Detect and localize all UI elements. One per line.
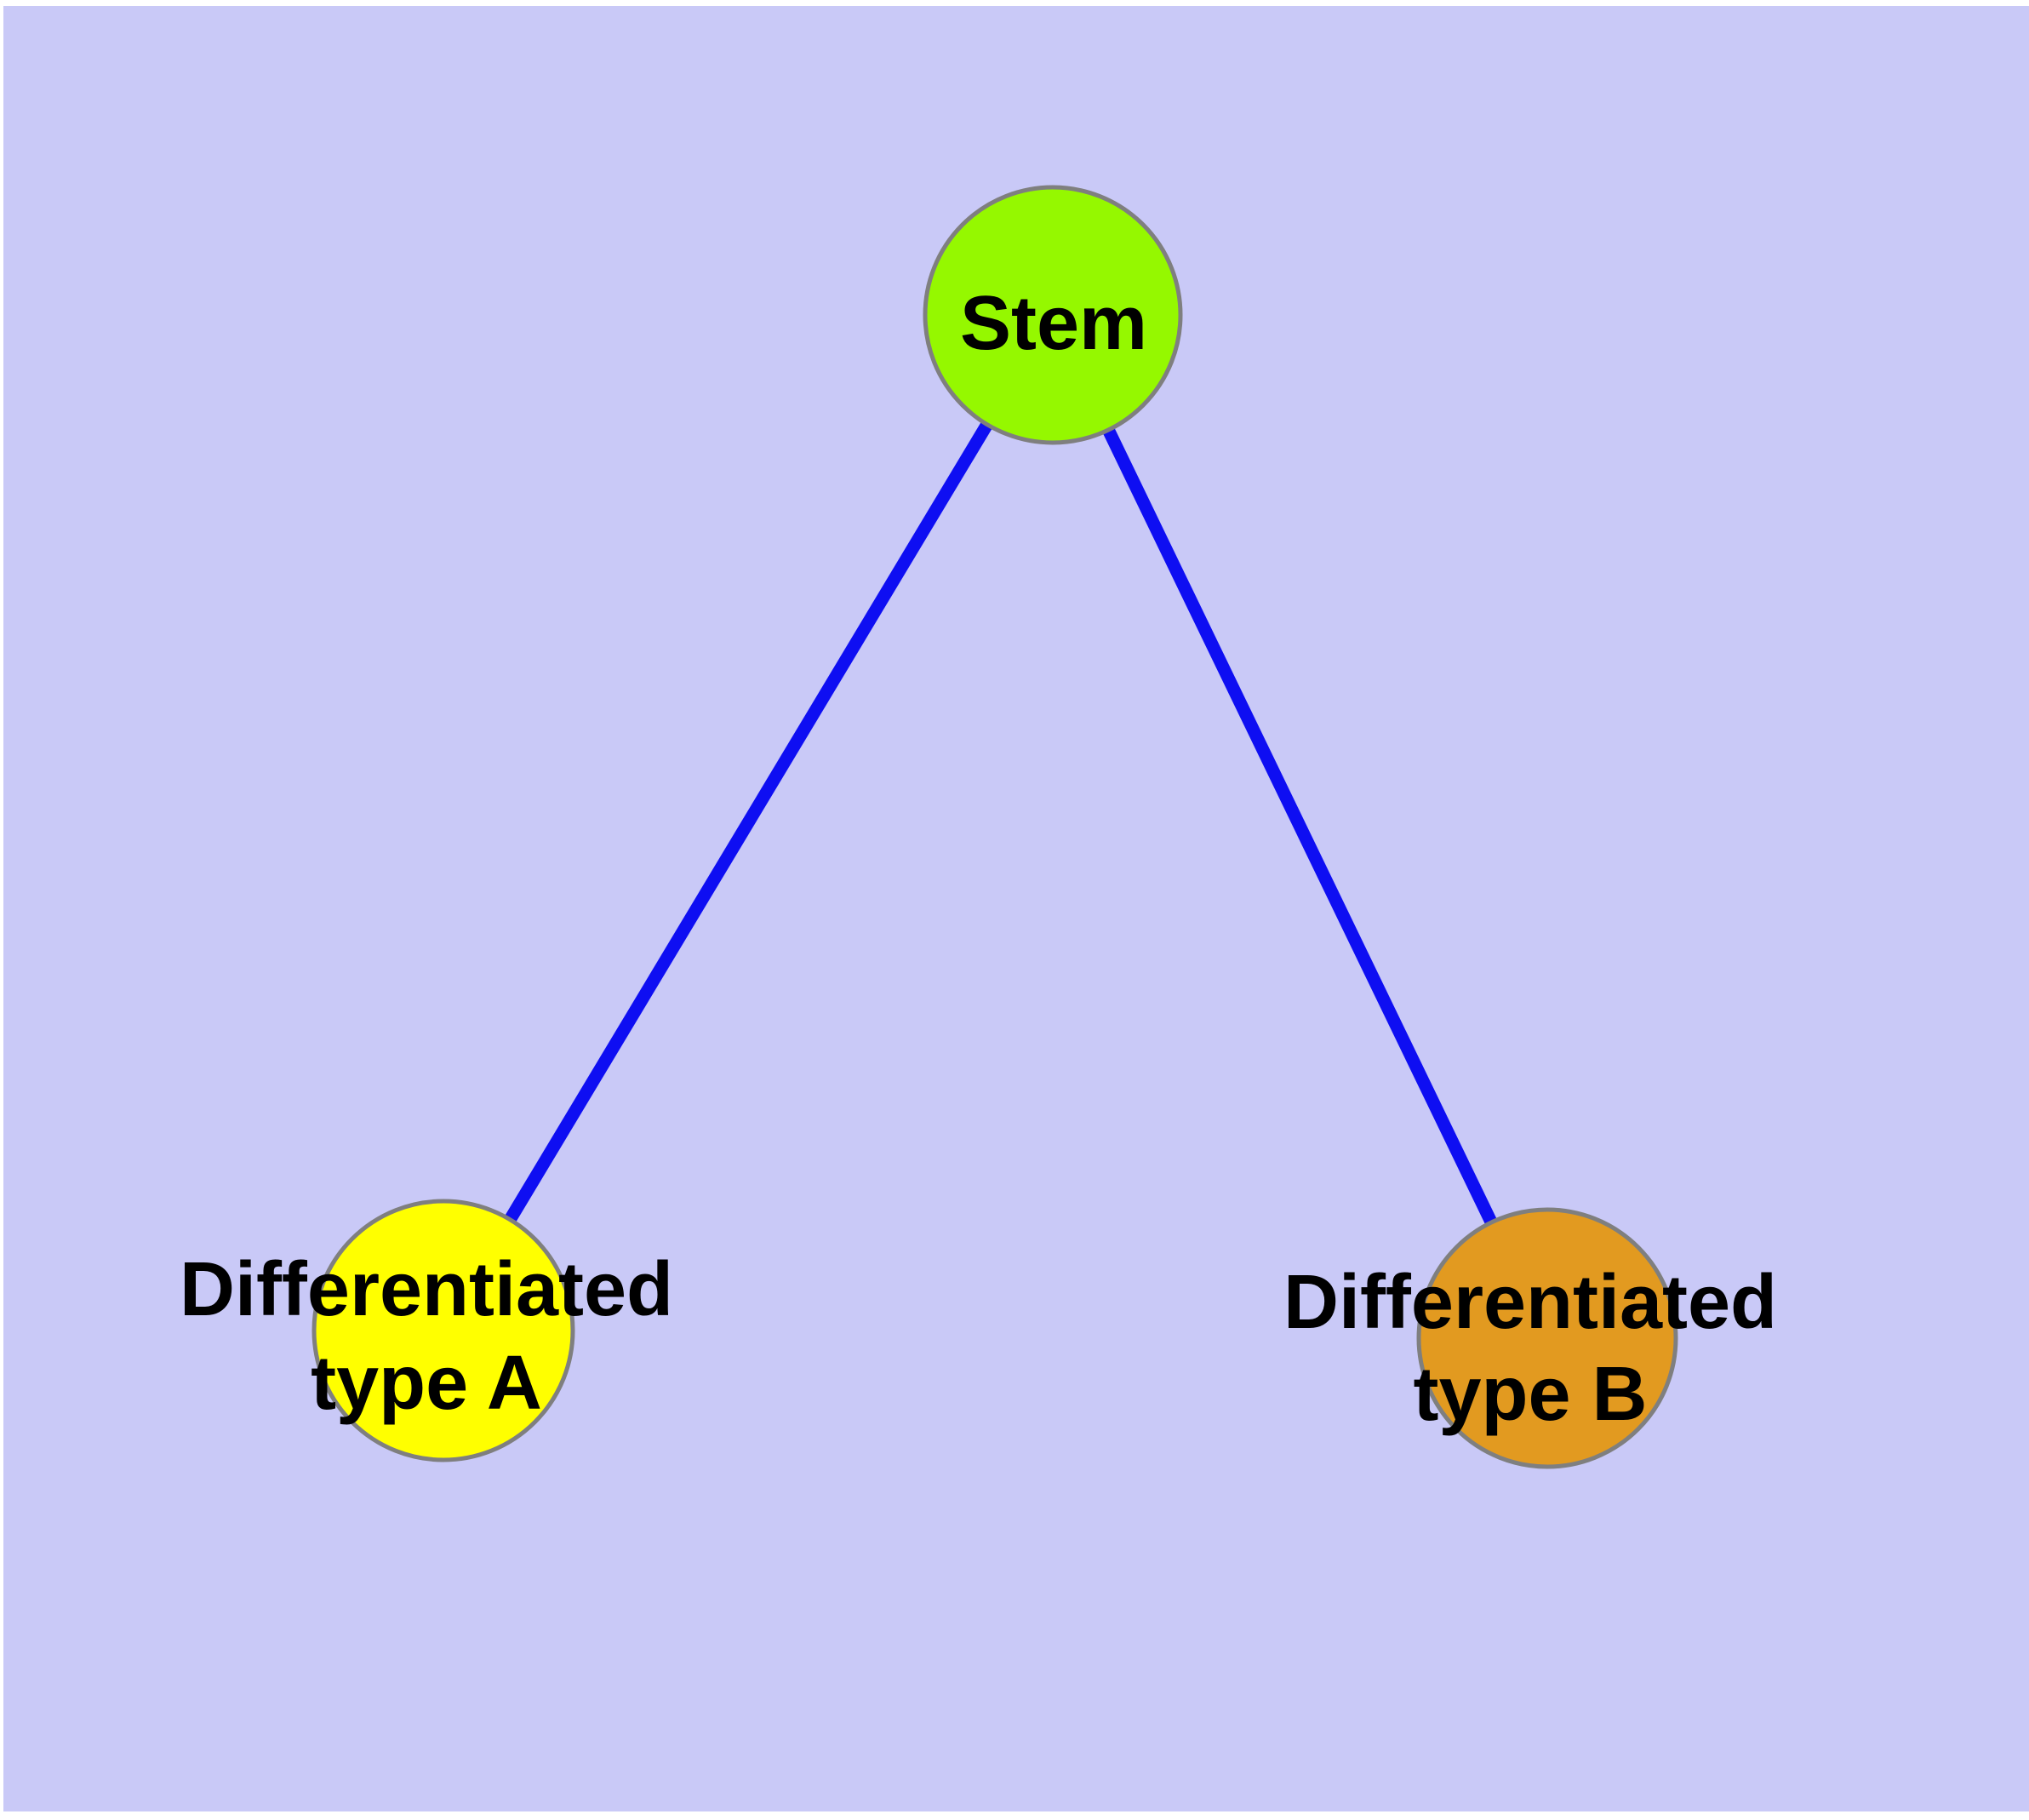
node-type-a-label-line1: Differentiated	[180, 1247, 673, 1332]
node-differentiated-type-a	[311, 1199, 575, 1462]
node-stem	[923, 185, 1183, 445]
node-stem-label: Stem	[960, 281, 1147, 366]
node-type-b-label-line2: type B	[1413, 1352, 1647, 1437]
node-type-a-label-line2: type A	[311, 1341, 542, 1426]
node-type-b-label-line1: Differentiated	[1283, 1260, 1777, 1345]
edge-stem-to-type-a	[437, 312, 1059, 1334]
node-differentiated-type-b	[1416, 1207, 1678, 1469]
edge-stem-to-type-b	[1047, 312, 1553, 1342]
